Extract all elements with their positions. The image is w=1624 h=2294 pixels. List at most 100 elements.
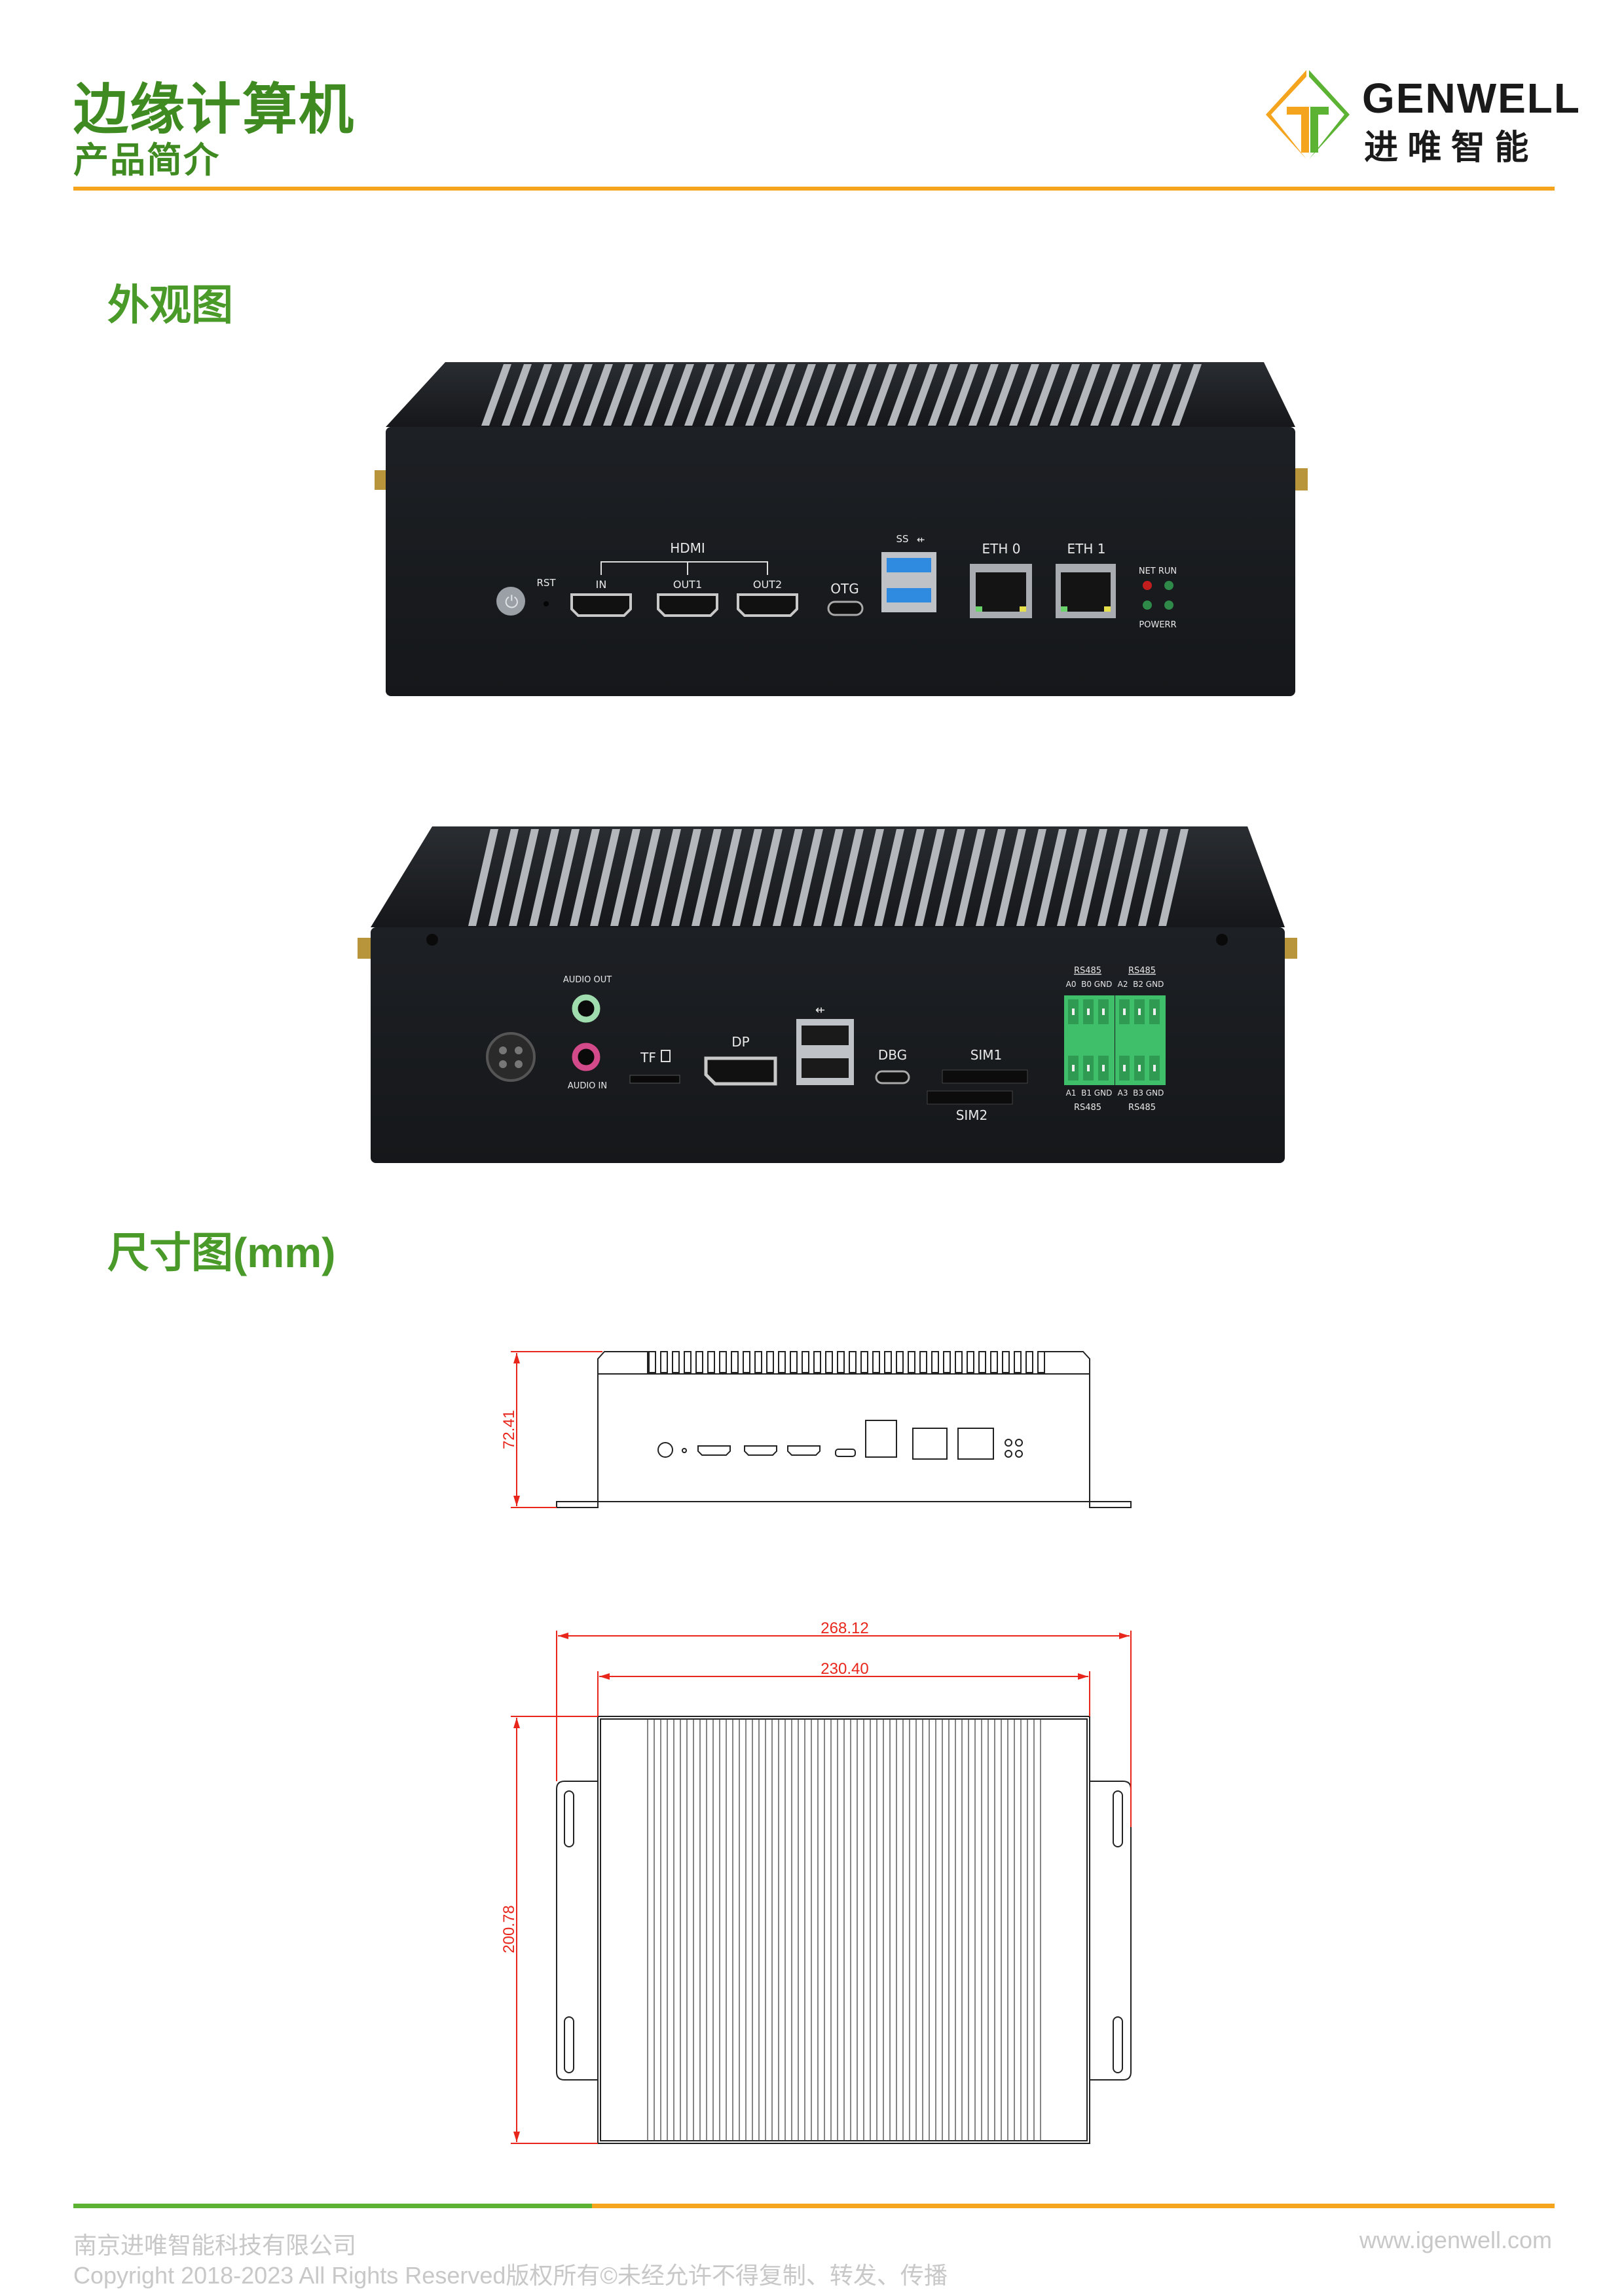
err-led bbox=[1164, 601, 1173, 610]
heatsink-fin bbox=[752, 829, 783, 926]
heatsink-fin bbox=[1016, 829, 1046, 926]
logo-brand-cn: 进 唯 智 能 bbox=[1364, 129, 1529, 167]
eth0-label: ETH 0 bbox=[982, 541, 1021, 557]
heatsink-fin bbox=[806, 364, 836, 426]
hdmi-out2-port bbox=[737, 593, 798, 617]
footer-company: 南京进唯智能科技有限公司 bbox=[73, 2232, 357, 2259]
terminal-screw bbox=[1072, 1008, 1075, 1015]
front-dimension-drawing: 72.41 bbox=[500, 1351, 1132, 1508]
footer-bar-green bbox=[73, 2204, 592, 2208]
usb-icon: ⇷ bbox=[917, 534, 925, 546]
dp-label: DP bbox=[731, 1034, 749, 1050]
heatsink-fin bbox=[705, 364, 735, 426]
hdmi-out1-port bbox=[657, 593, 718, 617]
heatsink-tooth bbox=[695, 1351, 703, 1373]
heatsink-fin bbox=[915, 829, 945, 926]
terminal-screw bbox=[1087, 1065, 1090, 1071]
heatsink-fin bbox=[631, 829, 661, 926]
heatsink-fin bbox=[1151, 364, 1181, 426]
heatsink-fin bbox=[1111, 364, 1141, 426]
heatsink-fin bbox=[1070, 364, 1100, 426]
dimensions-heading: 尺寸图(mm) bbox=[107, 1229, 336, 1276]
heatsink-fin bbox=[766, 364, 796, 426]
usb3-label: SS bbox=[896, 533, 908, 545]
heatsink-fin bbox=[895, 829, 925, 926]
heatsink-fin bbox=[542, 364, 572, 426]
rs485-label: RS485 bbox=[1074, 1103, 1101, 1113]
usb-icon: ⇷ bbox=[815, 1003, 825, 1016]
heatsink-fin bbox=[1029, 364, 1060, 426]
heatsink-fin bbox=[610, 829, 640, 926]
heatsink-fin bbox=[651, 829, 681, 926]
heatsink-tooth bbox=[967, 1351, 974, 1373]
terminal-screw bbox=[1153, 1008, 1156, 1015]
page-subtitle: 产品简介 bbox=[73, 141, 220, 180]
heatsink-tooth bbox=[766, 1351, 774, 1373]
terminal-screw bbox=[1138, 1008, 1141, 1015]
hdmi-out2-label: OUT2 bbox=[753, 578, 782, 591]
rs485-label: RS485 bbox=[1128, 1103, 1156, 1113]
heatsink-fin bbox=[1057, 829, 1087, 926]
heatsink-fin bbox=[623, 364, 654, 426]
net-led bbox=[1143, 581, 1152, 590]
sim1-label: SIM1 bbox=[970, 1047, 1003, 1063]
heatsink-fin bbox=[1138, 829, 1168, 926]
terminal-bottom-right-label: A3 B3 GND bbox=[1118, 1088, 1164, 1098]
heatsink-tooth bbox=[884, 1351, 892, 1373]
heatsink-fin bbox=[1131, 364, 1161, 426]
terminal-screw bbox=[1102, 1008, 1105, 1015]
terminal-screw bbox=[1138, 1065, 1141, 1071]
heatsink-tooth bbox=[943, 1351, 951, 1373]
eth1-port bbox=[1056, 564, 1116, 618]
heatsink-fin bbox=[813, 829, 843, 926]
footer-website[interactable]: www.igenwell.com bbox=[1359, 2227, 1552, 2253]
heatsink-fin bbox=[1118, 829, 1148, 926]
sim2-label: SIM2 bbox=[956, 1107, 988, 1123]
audio-out-jack bbox=[572, 994, 600, 1023]
heatsink-tooth bbox=[660, 1351, 668, 1373]
heatsink-fin bbox=[692, 829, 722, 926]
rear-view-device: AUDIO OUT AUDIO IN TF DP ⇷ DBG SIM1 SIM2… bbox=[358, 826, 1297, 1163]
heatsink-tooth bbox=[919, 1351, 927, 1373]
usb2-dual-port bbox=[796, 1019, 854, 1085]
heatsink-tooth bbox=[1025, 1351, 1033, 1373]
front-view-device: ⏻ RST HDMI IN OUT1 OUT2 OTG SS ⇷ ETH 0 E… bbox=[375, 362, 1308, 696]
hdmi-bracket bbox=[600, 561, 768, 575]
heatsink-tooth bbox=[990, 1351, 998, 1373]
heatsink-fin bbox=[867, 364, 897, 426]
heatsink-tooth bbox=[978, 1351, 986, 1373]
heatsink-fin bbox=[969, 364, 999, 426]
eth0-port bbox=[970, 564, 1032, 618]
heatsink-fin bbox=[847, 364, 877, 426]
sim2-slot bbox=[927, 1090, 1013, 1105]
terminal-screw bbox=[1153, 1065, 1156, 1071]
otg-usb-c-port bbox=[827, 601, 864, 616]
heatsink-fin bbox=[489, 829, 519, 926]
audio-in-label: AUDIO IN bbox=[568, 1081, 607, 1091]
terminal-bottom-left-label: A1 B1 GND bbox=[1066, 1088, 1113, 1098]
antenna-connector-right bbox=[1295, 468, 1308, 490]
terminal-screw bbox=[1123, 1008, 1126, 1015]
heatsink-fin bbox=[1172, 364, 1202, 426]
heatsink-tooth bbox=[778, 1351, 786, 1373]
heatsink-tooth bbox=[837, 1351, 845, 1373]
heatsink-fin bbox=[732, 829, 762, 926]
run-led bbox=[1164, 581, 1173, 590]
heatsink-tooth bbox=[790, 1351, 798, 1373]
logo-diamond-icon bbox=[1266, 70, 1350, 159]
heatsink-tooth bbox=[802, 1351, 809, 1373]
height-dimension-line bbox=[511, 1351, 602, 1508]
reset-pinhole bbox=[544, 601, 549, 606]
footer-copyright: Copyright 2018-2023 All Rights Reserved版… bbox=[73, 2262, 948, 2289]
heatsink-fin bbox=[1098, 829, 1128, 926]
heatsink-fin bbox=[522, 364, 552, 426]
heatsink-fin bbox=[549, 829, 580, 926]
heatsink-fin bbox=[1077, 829, 1107, 926]
hdmi-in-port bbox=[570, 593, 632, 617]
terminal-screw bbox=[1072, 1065, 1075, 1071]
body-width-value: 230.40 bbox=[821, 1660, 868, 1678]
dc-power-jack bbox=[486, 1032, 536, 1082]
sim1-slot bbox=[942, 1069, 1028, 1084]
heatsink-fin bbox=[935, 829, 965, 926]
